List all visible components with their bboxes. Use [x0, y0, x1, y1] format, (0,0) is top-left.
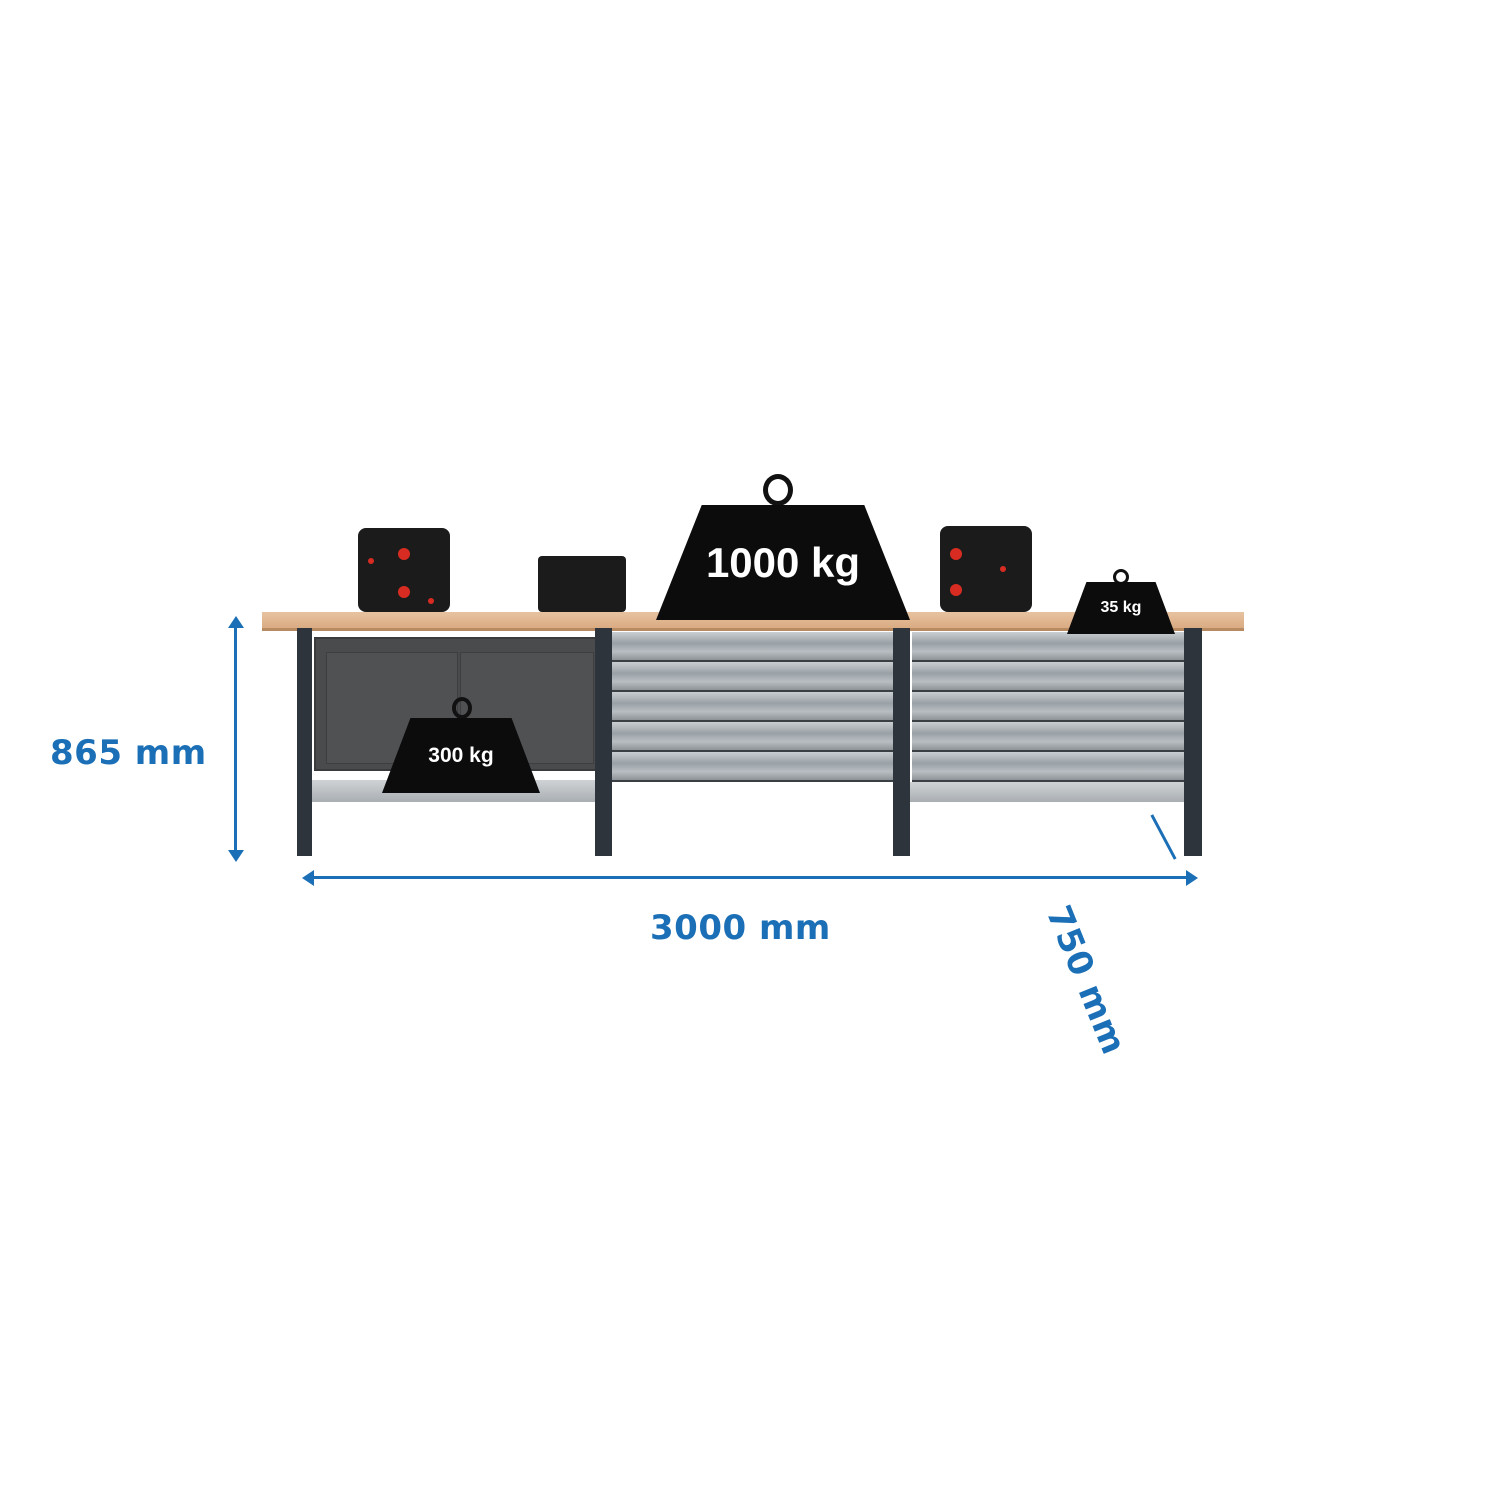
- leg: [595, 628, 612, 856]
- weight-300kg-label: 300 kg: [428, 743, 494, 767]
- width-arrow: [310, 876, 1190, 879]
- drawer[interactable]: [912, 632, 1184, 662]
- height-arrow-head-top: [228, 616, 244, 628]
- drawer[interactable]: [612, 662, 894, 692]
- depth-arrow: [1150, 814, 1177, 860]
- drawer[interactable]: [612, 692, 894, 722]
- weight-300kg: 300 kg: [382, 718, 540, 793]
- depth-label: 750 mm: [1037, 900, 1134, 1061]
- leg: [893, 628, 910, 856]
- height-label: 865 mm: [50, 733, 207, 773]
- drawer[interactable]: [912, 722, 1184, 752]
- worktop: [262, 612, 1244, 631]
- weight-1000kg: 1000 kg: [656, 505, 910, 620]
- weight-1000kg-label: 1000 kg: [705, 538, 861, 586]
- height-arrow-head-bottom: [228, 850, 244, 862]
- leg: [1184, 628, 1202, 856]
- weight-1000-ring-icon: [763, 474, 793, 506]
- bottom-shelf-right: [910, 782, 1190, 802]
- drawer[interactable]: [612, 752, 894, 782]
- toolcase-left: [358, 528, 450, 612]
- drawer[interactable]: [912, 662, 1184, 692]
- width-arrow-head-right: [1186, 870, 1198, 886]
- drawer[interactable]: [612, 722, 894, 752]
- drawer[interactable]: [612, 632, 894, 662]
- width-arrow-head-left: [302, 870, 314, 886]
- toolcase-right: [940, 526, 1032, 612]
- leg: [297, 628, 312, 856]
- drawer[interactable]: [912, 752, 1184, 782]
- weight-35kg: 35 kg: [1067, 582, 1175, 634]
- height-arrow: [234, 620, 237, 858]
- weight-35kg-label: 35 kg: [1100, 599, 1142, 616]
- drawer[interactable]: [912, 692, 1184, 722]
- drill-and-bitcase: [538, 556, 626, 612]
- width-label: 3000 mm: [650, 908, 831, 948]
- weight-300-ring-icon: [452, 697, 472, 719]
